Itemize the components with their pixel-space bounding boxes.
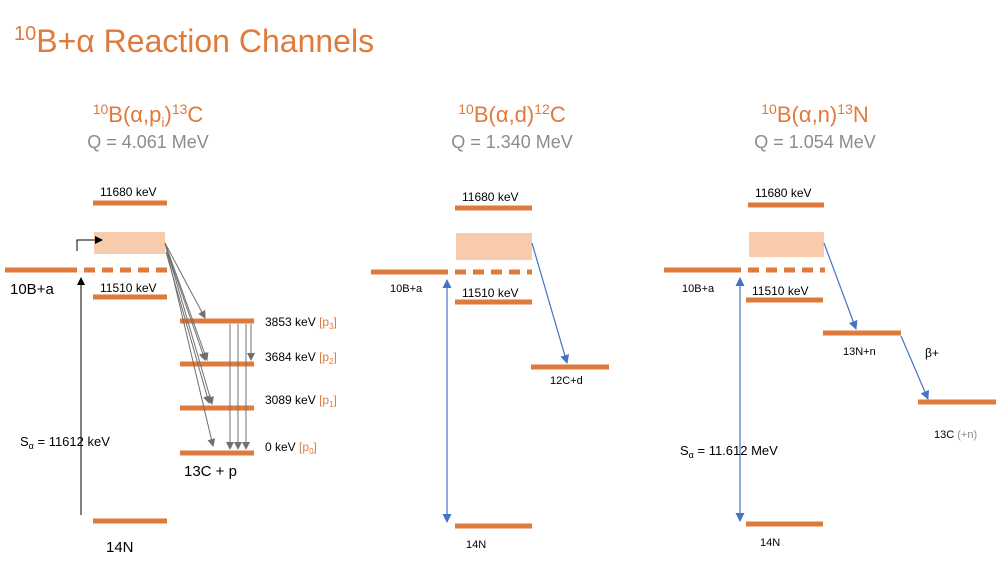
q-value: Q = 4.061 MeV	[87, 132, 209, 152]
final-state-label: 3684 keV [p2]	[265, 350, 337, 366]
page-title: 10B+α Reaction Channels	[14, 23, 374, 59]
ground-label: 14N	[466, 539, 486, 551]
panel-title: 10B(α,pi)13C	[93, 101, 204, 130]
entrance-label: 10B+a	[10, 281, 54, 298]
final-channel-label: 13C + p	[184, 463, 237, 480]
q-value: Q = 1.340 MeV	[451, 132, 573, 152]
separation-energy-label: Sα = 11.612 MeV	[680, 443, 778, 460]
ground-label: 14N	[106, 539, 134, 556]
decay-arrow	[531, 242, 570, 364]
intermediate-label: 13N+n	[843, 346, 876, 358]
final-state-label: 0 keV [p0]	[265, 440, 317, 456]
decay-arrows	[164, 242, 255, 450]
level-label-lower: 11510 keV	[752, 284, 809, 298]
q-value: Q = 1.054 MeV	[754, 132, 876, 152]
beta-decay-label: β+	[925, 346, 939, 360]
final-channel-label: 13C (+n)	[934, 429, 977, 441]
panel-n-channel: 10B(α,n)13N Q = 1.054 MeV 11680 keV 10B+…	[664, 101, 996, 549]
panel-title: 10B(α,d)12C	[458, 101, 566, 127]
separation-energy-label: Sα = 11612 keV	[20, 434, 110, 451]
entrance-label: 10B+a	[390, 283, 423, 295]
level-label-upper: 11680 keV	[462, 190, 519, 204]
level-label-lower: 11510 keV	[462, 286, 519, 300]
resonance-box	[749, 232, 824, 257]
ground-label: 14N	[760, 537, 780, 549]
level-label-upper: 11680 keV	[100, 185, 157, 199]
entrance-label: 10B+a	[682, 283, 715, 295]
final-state-label: 3853 keV [p3]	[265, 315, 337, 331]
level-label-upper: 11680 keV	[755, 186, 812, 200]
level-label-lower: 11510 keV	[100, 281, 157, 295]
final-state-label: 3089 keV [p1]	[265, 393, 337, 409]
panel-d-channel: 10B(α,d)12C Q = 1.340 MeV 11680 keV 10B+…	[371, 101, 609, 551]
beta-decay-arrow	[900, 335, 929, 400]
title-main: B+α Reaction Channels	[36, 23, 374, 59]
final-channel-label: 12C+d	[550, 375, 583, 387]
title-superscript: 10	[14, 23, 36, 45]
resonance-box	[94, 232, 165, 254]
entry-arrow	[76, 236, 103, 251]
resonance-box	[456, 233, 532, 260]
panel-title: 10B(α,n)13N	[761, 101, 868, 127]
decay-arrow	[823, 242, 858, 330]
panel-p-channel: 10B(α,pi)13C Q = 4.061 MeV 11680 keV 10B…	[5, 101, 337, 556]
